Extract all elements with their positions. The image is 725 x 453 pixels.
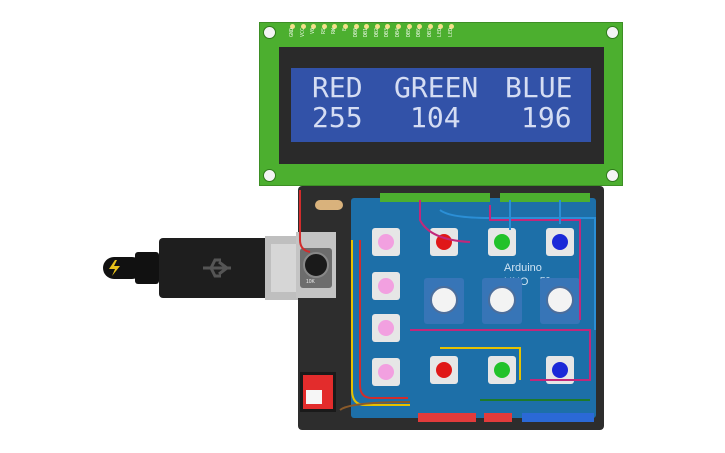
lcd-pin-pad[interactable] [449,24,454,29]
mount-hole [606,26,619,39]
lcd-pin-pad[interactable] [364,24,370,29]
led-blue-top[interactable] [546,228,574,256]
header-bottom-power2 [484,413,512,422]
lcd-pin-pad[interactable] [438,24,444,29]
lcd-pin-pad[interactable] [396,24,401,29]
led-pink-1[interactable] [372,228,400,256]
lcd-pin-pad[interactable] [290,24,295,29]
lcd-pin-pad[interactable] [353,24,359,29]
wires [299,190,596,411]
led-pink-3[interactable] [372,314,400,342]
lcd-pin-pad[interactable] [374,24,380,29]
board-brand: Arduino [504,262,542,274]
lcd-pin-label: V0 [310,28,317,35]
lcd-pin-label: E [342,28,348,32]
lightning-icon [109,260,120,276]
lcd-pin-label: DB2 [373,28,380,38]
slide-switch-knob[interactable] [306,390,322,404]
lcd-pin-pad[interactable] [406,24,412,29]
lcd-pin-label: DB6 [416,28,423,38]
lcd-red-label: RED [312,71,363,104]
usb-icon [203,258,231,278]
mount-hole [263,169,276,182]
lcd-pin-pad[interactable] [417,24,423,29]
lcd-pin-label: DB1 [363,28,370,38]
led-green-bottom[interactable] [488,356,516,384]
pot-red[interactable] [424,278,464,324]
lcd-pin-label: DB3 [384,28,391,38]
lcd-pin-label: VCC [299,28,306,38]
lcd-blue-value: 196 [521,101,572,134]
lcd-pin-pad[interactable] [300,24,306,29]
lcd-blue-label: BLUE [505,71,573,104]
header-top-left [380,193,490,202]
lcd-pin-pad[interactable] [311,24,317,29]
lcd-pin-pad[interactable] [321,24,327,29]
lcd-pin-label: DB4 [395,28,401,38]
lcd-pin-pad[interactable] [385,24,391,29]
mount-hole [606,169,619,182]
lcd-pin-pad[interactable] [343,24,348,29]
led-red-bottom[interactable] [430,356,458,384]
header-top-right [500,193,590,202]
usb-cable[interactable] [95,232,305,304]
pot-blue[interactable] [540,278,580,324]
lcd-pin-pad[interactable] [427,24,433,29]
lcd-pin-label: LED [437,28,444,38]
contrast-potentiometer[interactable]: 10K [300,248,332,288]
led-pink-2[interactable] [372,272,400,300]
pot-label: 10K [306,279,315,285]
header-bottom-analog [522,413,594,422]
lcd-pin-label: DB7 [426,28,433,38]
lcd-pin-label: RW [331,28,338,35]
pot-green[interactable] [482,278,522,324]
header-bottom-power [418,413,476,422]
led-green-top[interactable] [488,228,516,256]
lcd-pin-label: GND [289,28,295,38]
lcd-green-label: GREEN [394,71,479,104]
lcd-pin-pad[interactable] [332,24,338,29]
lcd-green-value: 104 [410,101,461,134]
lcd-screen: RED GREEN BLUE 255 104 196 [291,68,591,142]
lcd-pin-label: DB5 [405,28,412,38]
led-pink-4[interactable] [372,358,400,386]
mount-hole [263,26,276,39]
lcd-pin-label: LED [448,28,454,38]
lcd-red-value: 255 [312,101,363,134]
resistor [315,200,343,210]
lcd-pin-label: RS [320,28,327,35]
lcd-pin-label: DB0 [352,28,359,38]
